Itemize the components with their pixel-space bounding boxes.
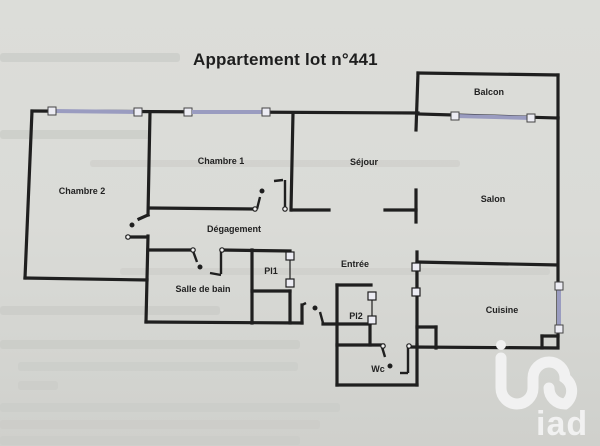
walls	[23, 71, 560, 387]
show-through-text	[90, 160, 460, 167]
window-salon	[450, 111, 536, 123]
windows	[47, 106, 564, 334]
room-label-chambre-1: Chambre 1	[197, 156, 245, 166]
room-label-degagement: Dégagement	[206, 224, 262, 234]
show-through-text	[0, 403, 340, 412]
show-through-text	[0, 420, 320, 429]
hinge-points	[125, 206, 412, 349]
closet-doors-pl2	[367, 291, 377, 325]
room-label-pl2: Pl2	[349, 311, 363, 321]
room-label-pl1: Pl1	[264, 266, 278, 276]
room-label-wc: Wc	[371, 364, 385, 374]
show-through-text	[120, 268, 550, 275]
closet-doors-entree	[411, 262, 421, 297]
window-cuisine	[554, 281, 564, 334]
room-label-salle-de-bain: Salle de bain	[175, 284, 231, 294]
show-through-text	[0, 340, 300, 349]
closet-doors-pl1	[285, 251, 295, 288]
show-through-text	[18, 381, 58, 390]
window-chambre-2	[47, 106, 143, 117]
window-chambre-1	[192, 107, 271, 117]
room-label-salon: Salon	[480, 194, 506, 204]
show-through-text	[0, 130, 150, 139]
room-label-entree: Entrée	[340, 259, 370, 269]
show-through-text	[0, 436, 300, 445]
iad-logo-text: iad	[536, 405, 589, 443]
plan-title: Appartement lot n°441	[193, 50, 378, 69]
doors	[129, 178, 410, 375]
show-through-text	[0, 306, 220, 315]
show-through-text	[0, 53, 180, 62]
room-label-balcon: Balcon	[473, 87, 505, 97]
iad-logo-icon	[495, 340, 578, 410]
room-label-cuisine: Cuisine	[485, 305, 519, 315]
show-through-text	[18, 362, 298, 371]
room-label-sejour: Séjour	[349, 157, 379, 167]
room-label-chambre-2: Chambre 2	[58, 186, 106, 196]
